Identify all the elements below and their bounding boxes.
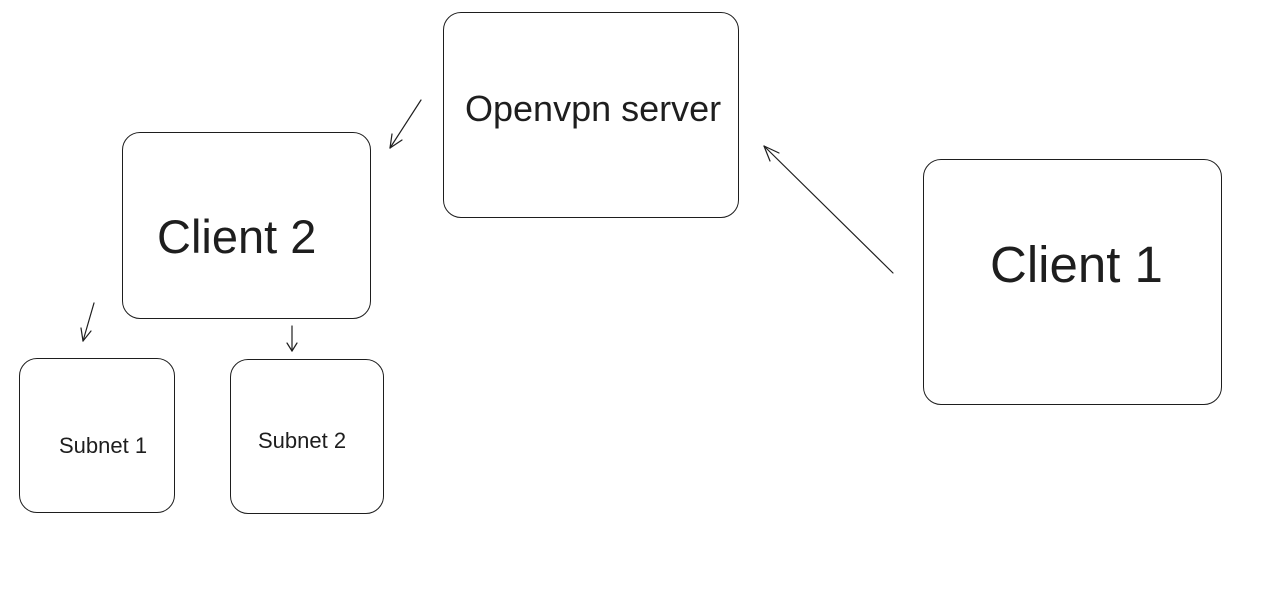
arrow-server-to-client2 bbox=[389, 99, 422, 149]
subnet-2-node: Subnet 2 bbox=[230, 359, 384, 514]
openvpn-server-node: Openvpn server bbox=[443, 12, 739, 218]
arrow-client2-to-subnet2 bbox=[286, 325, 298, 352]
client-2-node: Client 2 bbox=[122, 132, 371, 319]
subnet-1-node: Subnet 1 bbox=[19, 358, 175, 513]
client-1-label: Client 1 bbox=[990, 236, 1163, 293]
client-2-label: Client 2 bbox=[157, 210, 317, 263]
subnet-2-label: Subnet 2 bbox=[258, 428, 347, 453]
client-1-node: Client 1 bbox=[923, 159, 1222, 405]
openvpn-server-label: Openvpn server bbox=[465, 88, 722, 129]
arrow-client2-to-subnet1 bbox=[80, 302, 95, 342]
subnet-1-label: Subnet 1 bbox=[59, 433, 148, 458]
arrow-client1-to-server bbox=[763, 145, 894, 274]
